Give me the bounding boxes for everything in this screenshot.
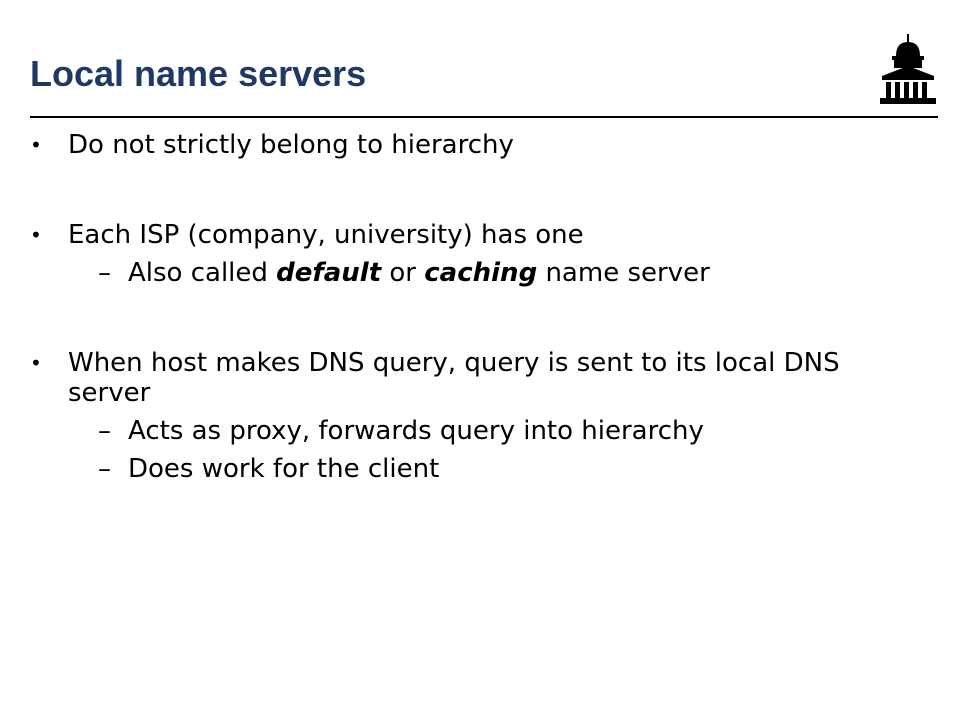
slide-title: Local name servers (30, 53, 367, 94)
bullet-text: When host makes DNS query, query is sent… (68, 348, 840, 408)
sub-bullet-item: – Also called default or caching name se… (30, 258, 910, 288)
sub-bullet-item: – Acts as proxy, forwards query into hie… (30, 416, 910, 446)
sub-bullet-item: – Does work for the client (30, 454, 910, 484)
building-dome-icon (880, 34, 936, 104)
emphasis-default: default (276, 258, 382, 288)
bullet-text: Each ISP (company, university) has one (68, 220, 584, 250)
bullet-text: Do not strictly belong to hierarchy (68, 130, 514, 160)
bullet-marker: • (30, 351, 42, 375)
emphasis-caching: caching (424, 258, 538, 288)
bullet-item: • When host makes DNS query, query is se… (30, 348, 910, 408)
sub-bullet-marker: – (98, 258, 111, 288)
title-divider (30, 116, 938, 118)
bullet-marker: • (30, 133, 42, 157)
sub-bullet-text: Also called default or caching name serv… (128, 258, 710, 288)
sub-bullet-text: Does work for the client (128, 454, 440, 484)
slide-content: • Do not strictly belong to hierarchy • … (30, 130, 910, 484)
bullet-item: • Each ISP (company, university) has one (30, 220, 910, 250)
bullet-marker: • (30, 223, 42, 247)
sub-bullet-marker: – (98, 416, 111, 446)
sub-bullet-marker: – (98, 454, 111, 484)
bullet-item: • Do not strictly belong to hierarchy (30, 130, 910, 160)
sub-bullet-text: Acts as proxy, forwards query into hiera… (128, 416, 704, 446)
